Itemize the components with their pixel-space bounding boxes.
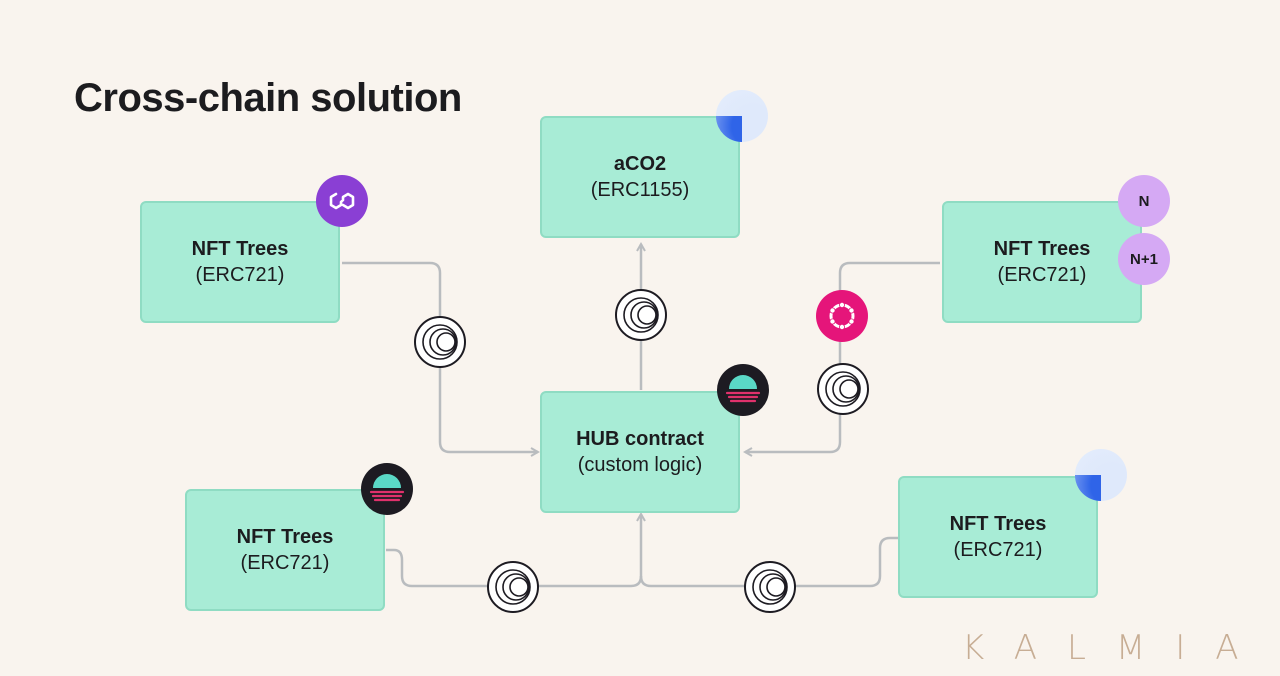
bridge-icon bbox=[615, 289, 667, 341]
nft-trees-bottom-left-node: NFT Trees (ERC721) bbox=[185, 489, 385, 611]
brand-logo: KALMIA bbox=[962, 628, 1269, 668]
connector-top-right-to-hub bbox=[745, 261, 940, 452]
nft-trees-bottom-left-standard: (ERC721) bbox=[240, 552, 330, 574]
nft-trees-top-left-node: NFT Trees (ERC721) bbox=[140, 201, 340, 323]
nft-trees-top-left-name: NFT Trees bbox=[191, 238, 289, 260]
connector-bottom-left-to-hub bbox=[386, 514, 641, 588]
nft-trees-top-right-standard: (ERC721) bbox=[997, 264, 1087, 286]
connector-bottom-right-to-hub bbox=[639, 536, 898, 588]
nft-trees-bottom-right-name: NFT Trees bbox=[949, 513, 1047, 535]
polkadot-icon bbox=[816, 290, 868, 342]
polygon-icon bbox=[316, 175, 368, 227]
nft-trees-top-right-name: NFT Trees bbox=[993, 238, 1091, 260]
aco2-node: aCO2 (ERC1155) bbox=[540, 116, 740, 238]
hub-contract-name: HUB contract bbox=[576, 428, 704, 450]
bridge-icon bbox=[744, 561, 796, 613]
bridge-icon bbox=[487, 561, 539, 613]
hub-contract-node: HUB contract (custom logic) bbox=[540, 391, 740, 513]
bridge-icon bbox=[414, 316, 466, 368]
moonbeam-icon bbox=[717, 364, 769, 416]
aco2-node-standard: (ERC1155) bbox=[590, 179, 690, 201]
bridge-icon bbox=[817, 363, 869, 415]
aco2-node-name: aCO2 bbox=[613, 153, 667, 175]
nft-trees-top-right-node: NFT Trees (ERC721) bbox=[942, 201, 1142, 323]
blue-chain-icon bbox=[716, 90, 768, 142]
chain-n-badge: N bbox=[1118, 175, 1170, 227]
page-title: Cross-chain solution bbox=[74, 76, 462, 120]
moonbeam-icon bbox=[361, 463, 413, 515]
hub-contract-description: (custom logic) bbox=[577, 454, 703, 476]
chain-n-plus-1-badge: N+1 bbox=[1118, 233, 1170, 285]
nft-trees-bottom-right-node: NFT Trees (ERC721) bbox=[898, 476, 1098, 598]
blue-chain-icon bbox=[1075, 449, 1127, 501]
nft-trees-bottom-left-name: NFT Trees bbox=[236, 526, 334, 548]
nft-trees-top-left-standard: (ERC721) bbox=[195, 264, 285, 286]
nft-trees-bottom-right-standard: (ERC721) bbox=[953, 539, 1043, 561]
